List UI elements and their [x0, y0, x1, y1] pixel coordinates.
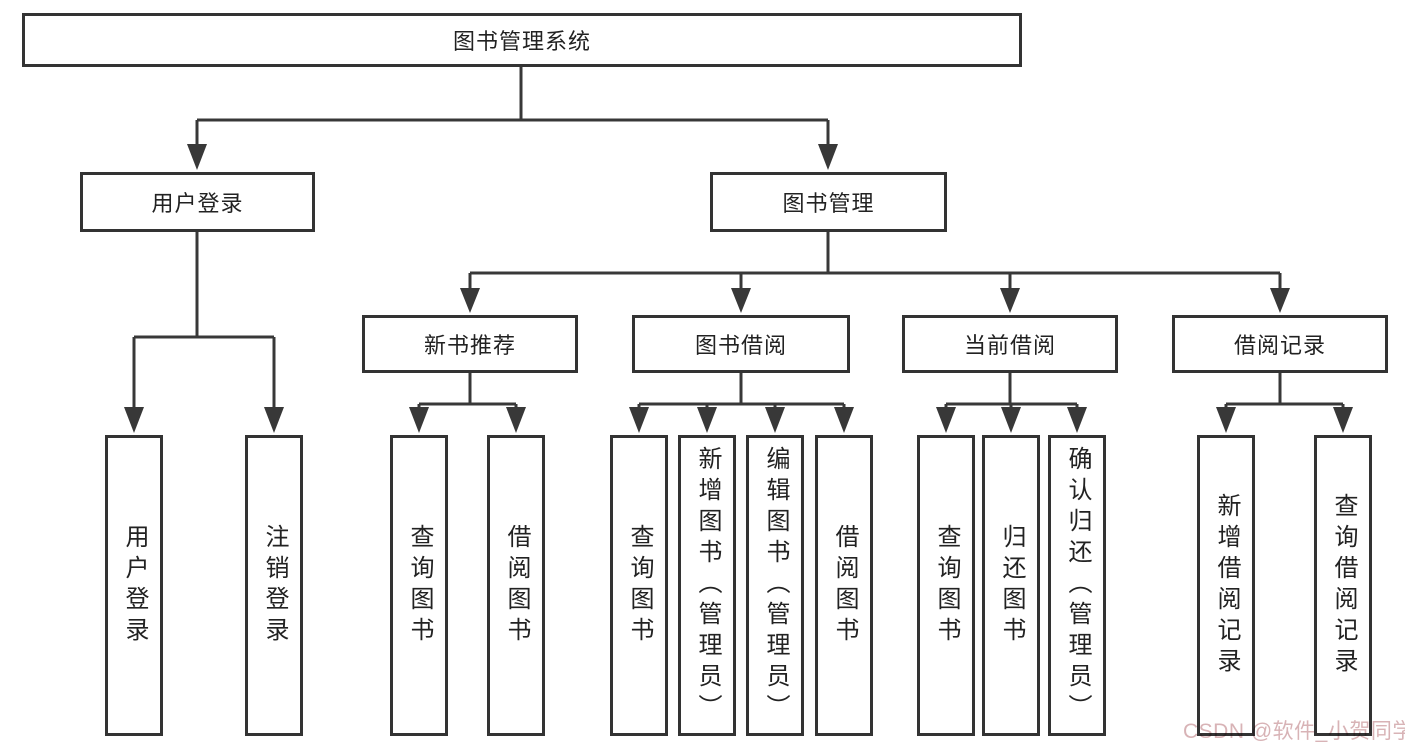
- node-label: 归还图书: [998, 523, 1025, 648]
- node-current-borrow: 当前借阅: [902, 315, 1118, 373]
- node-book-borrow: 图书借阅: [632, 315, 850, 373]
- node-borrow-record: 借阅记录: [1172, 315, 1388, 373]
- node-label: 查询图书: [933, 523, 960, 648]
- node-user-login: 用户登录: [80, 172, 315, 232]
- node-label: 新增图书（管理员）: [694, 446, 721, 725]
- leaf-edit-books-admin: 编辑图书（管理员）: [746, 435, 804, 736]
- node-new-book-recommend: 新书推荐: [362, 315, 578, 373]
- node-label: 查询图书: [626, 523, 653, 648]
- node-label: 查询图书: [406, 523, 433, 648]
- csdn-watermark: CSDN @软件_小贺同学: [1183, 720, 1405, 743]
- node-label: 查询借阅记录: [1330, 492, 1357, 679]
- node-label: 编辑图书（管理员）: [762, 446, 789, 725]
- node-label: 图书管理系统: [452, 29, 591, 54]
- node-label: 确认归还（管理员）: [1064, 446, 1091, 725]
- leaf-add-books-admin: 新增图书（管理员）: [678, 435, 736, 736]
- node-label: 当前借阅: [963, 333, 1056, 358]
- node-label: 借阅记录: [1233, 333, 1326, 358]
- node-book-management: 图书管理: [710, 172, 947, 232]
- leaf-query-borrow-record: 查询借阅记录: [1314, 435, 1372, 736]
- node-label: 图书借阅: [694, 333, 787, 358]
- node-label: 用户登录: [151, 191, 244, 216]
- tree-edges: [132, 67, 1345, 412]
- node-label: 图书管理: [782, 191, 875, 216]
- node-label: 借阅图书: [831, 523, 858, 648]
- leaf-query-books-current: 查询图书: [917, 435, 975, 736]
- leaf-logout: 注销登录: [245, 435, 303, 736]
- leaf-query-books-recommend: 查询图书: [390, 435, 448, 736]
- leaf-user-login: 用户登录: [105, 435, 163, 736]
- node-root-library-system: 图书管理系统: [22, 13, 1022, 67]
- leaf-return-books: 归还图书: [982, 435, 1040, 736]
- node-label: 新书推荐: [423, 333, 516, 358]
- node-label: 用户登录: [121, 523, 148, 648]
- arrowheads: [124, 144, 1353, 433]
- leaf-confirm-return-admin: 确认归还（管理员）: [1048, 435, 1106, 736]
- leaf-borrow-books: 借阅图书: [815, 435, 873, 736]
- leaf-query-books-borrow: 查询图书: [610, 435, 668, 736]
- node-label: 注销登录: [261, 523, 288, 648]
- node-label: 借阅图书: [503, 523, 530, 648]
- leaf-add-borrow-record: 新增借阅记录: [1197, 435, 1255, 736]
- node-label: 新增借阅记录: [1213, 492, 1240, 679]
- leaf-borrow-books-recommend: 借阅图书: [487, 435, 545, 736]
